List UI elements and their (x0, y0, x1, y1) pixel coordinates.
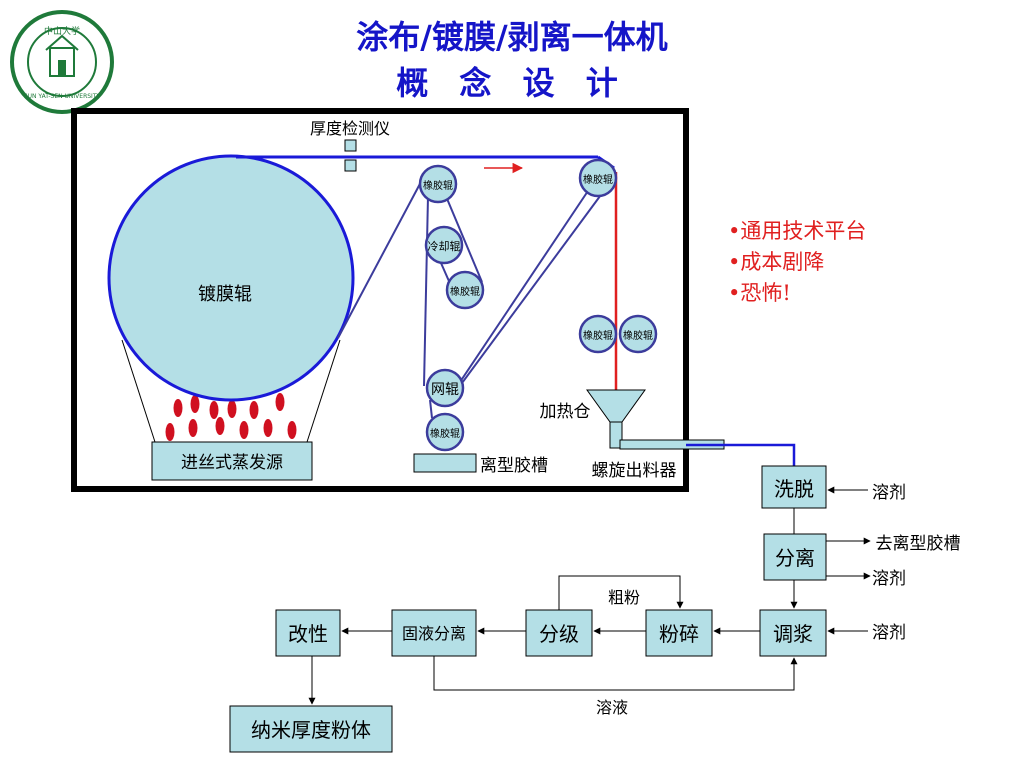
process-modification: 改性 (275, 609, 341, 657)
roll-label: 网辊 (431, 382, 459, 398)
page-title: 涂布/镀膜/剥离一体机 (356, 18, 668, 56)
process-label: 改性 (288, 622, 328, 646)
thickness-gauge-bottom (344, 159, 357, 172)
process-elution: 洗脱 (761, 465, 827, 509)
process-solid-liquid: 固液分离 (391, 609, 477, 657)
logo-chinese: 中山大学 (44, 25, 80, 37)
roll-cooling: 冷却辊 (424, 225, 464, 265)
roll-rubber-3: 橡胶辊 (445, 270, 485, 310)
roll-label: 冷却辊 (428, 239, 461, 253)
process-label: 调浆 (773, 622, 813, 646)
release-tank (413, 453, 477, 473)
heating-bin-label: 加热仓 (540, 402, 591, 422)
roll-mesh: 网辊 (425, 368, 465, 408)
vapor-droplets (165, 393, 297, 441)
coating-roll (107, 154, 355, 402)
process-label: 分离 (775, 546, 815, 570)
solvent-label: 溶剂 (872, 483, 906, 503)
solvent-label: 溶剂 (872, 623, 906, 643)
roll-label: 橡胶辊 (583, 173, 613, 186)
screw-discharger-label: 螺旋出料器 (592, 461, 677, 481)
process-label: 纳米厚度粉体 (251, 718, 371, 742)
thickness-gauge-label: 厚度检测仪 (310, 119, 390, 138)
coating-roll-label: 镀膜辊 (198, 284, 252, 305)
evaporation-source-label: 进丝式蒸发源 (181, 453, 283, 473)
roll-rubber-5: 橡胶辊 (578, 314, 618, 354)
vapor-cone-right (306, 339, 341, 443)
process-label: 粉碎 (659, 622, 699, 646)
roll-rubber-4: 橡胶辊 (425, 412, 465, 452)
evaporation-source (151, 441, 313, 481)
roll-label: 橡胶辊 (430, 427, 460, 440)
heating-bin-neck (609, 421, 623, 449)
process-label: 固液分离 (402, 624, 466, 643)
university-logo: 中山大学 SUN YAT-SEN UNIVERSITY (10, 10, 114, 114)
process-separation: 分离 (763, 533, 827, 581)
process-label: 分级 (539, 622, 579, 646)
release-tank-label: 离型胶槽 (480, 456, 548, 476)
roll-label: 橡胶辊 (623, 329, 653, 342)
logo-text: SUN YAT-SEN UNIVERSITY (24, 93, 101, 100)
vapor-cone-left (121, 339, 156, 443)
roll-label: 橡胶辊 (423, 179, 453, 192)
solution-label: 溶液 (596, 698, 628, 717)
roll-rubber-1: 橡胶辊 (418, 164, 458, 204)
note-item: •恐怖! (728, 281, 791, 305)
page-subtitle: 概 念 设 计 (396, 64, 628, 102)
process-arrows (308, 486, 871, 705)
process-slurry: 调浆 (759, 609, 827, 657)
process-label: 洗脱 (774, 477, 814, 501)
note-item: •通用技术平台 (728, 219, 867, 243)
roll-label: 橡胶辊 (450, 285, 480, 298)
process-crushing: 粉碎 (645, 609, 713, 657)
roll-rubber-6: 橡胶辊 (618, 314, 658, 354)
roll-label: 橡胶辊 (583, 329, 613, 342)
note-item: •成本剧降 (728, 250, 825, 274)
to-release-tank-label: 去离型胶槽 (876, 534, 961, 554)
solvent-label: 溶剂 (872, 569, 906, 589)
roll-rubber-2: 橡胶辊 (578, 158, 618, 198)
thickness-gauge-top (344, 139, 357, 152)
notes-list: •通用技术平台 •成本剧降 •恐怖! (728, 216, 866, 309)
discharge-pipe (686, 443, 796, 466)
coarse-powder-label: 粗粉 (608, 588, 640, 607)
process-product: 纳米厚度粉体 (229, 705, 393, 753)
process-grading: 分级 (525, 609, 593, 657)
